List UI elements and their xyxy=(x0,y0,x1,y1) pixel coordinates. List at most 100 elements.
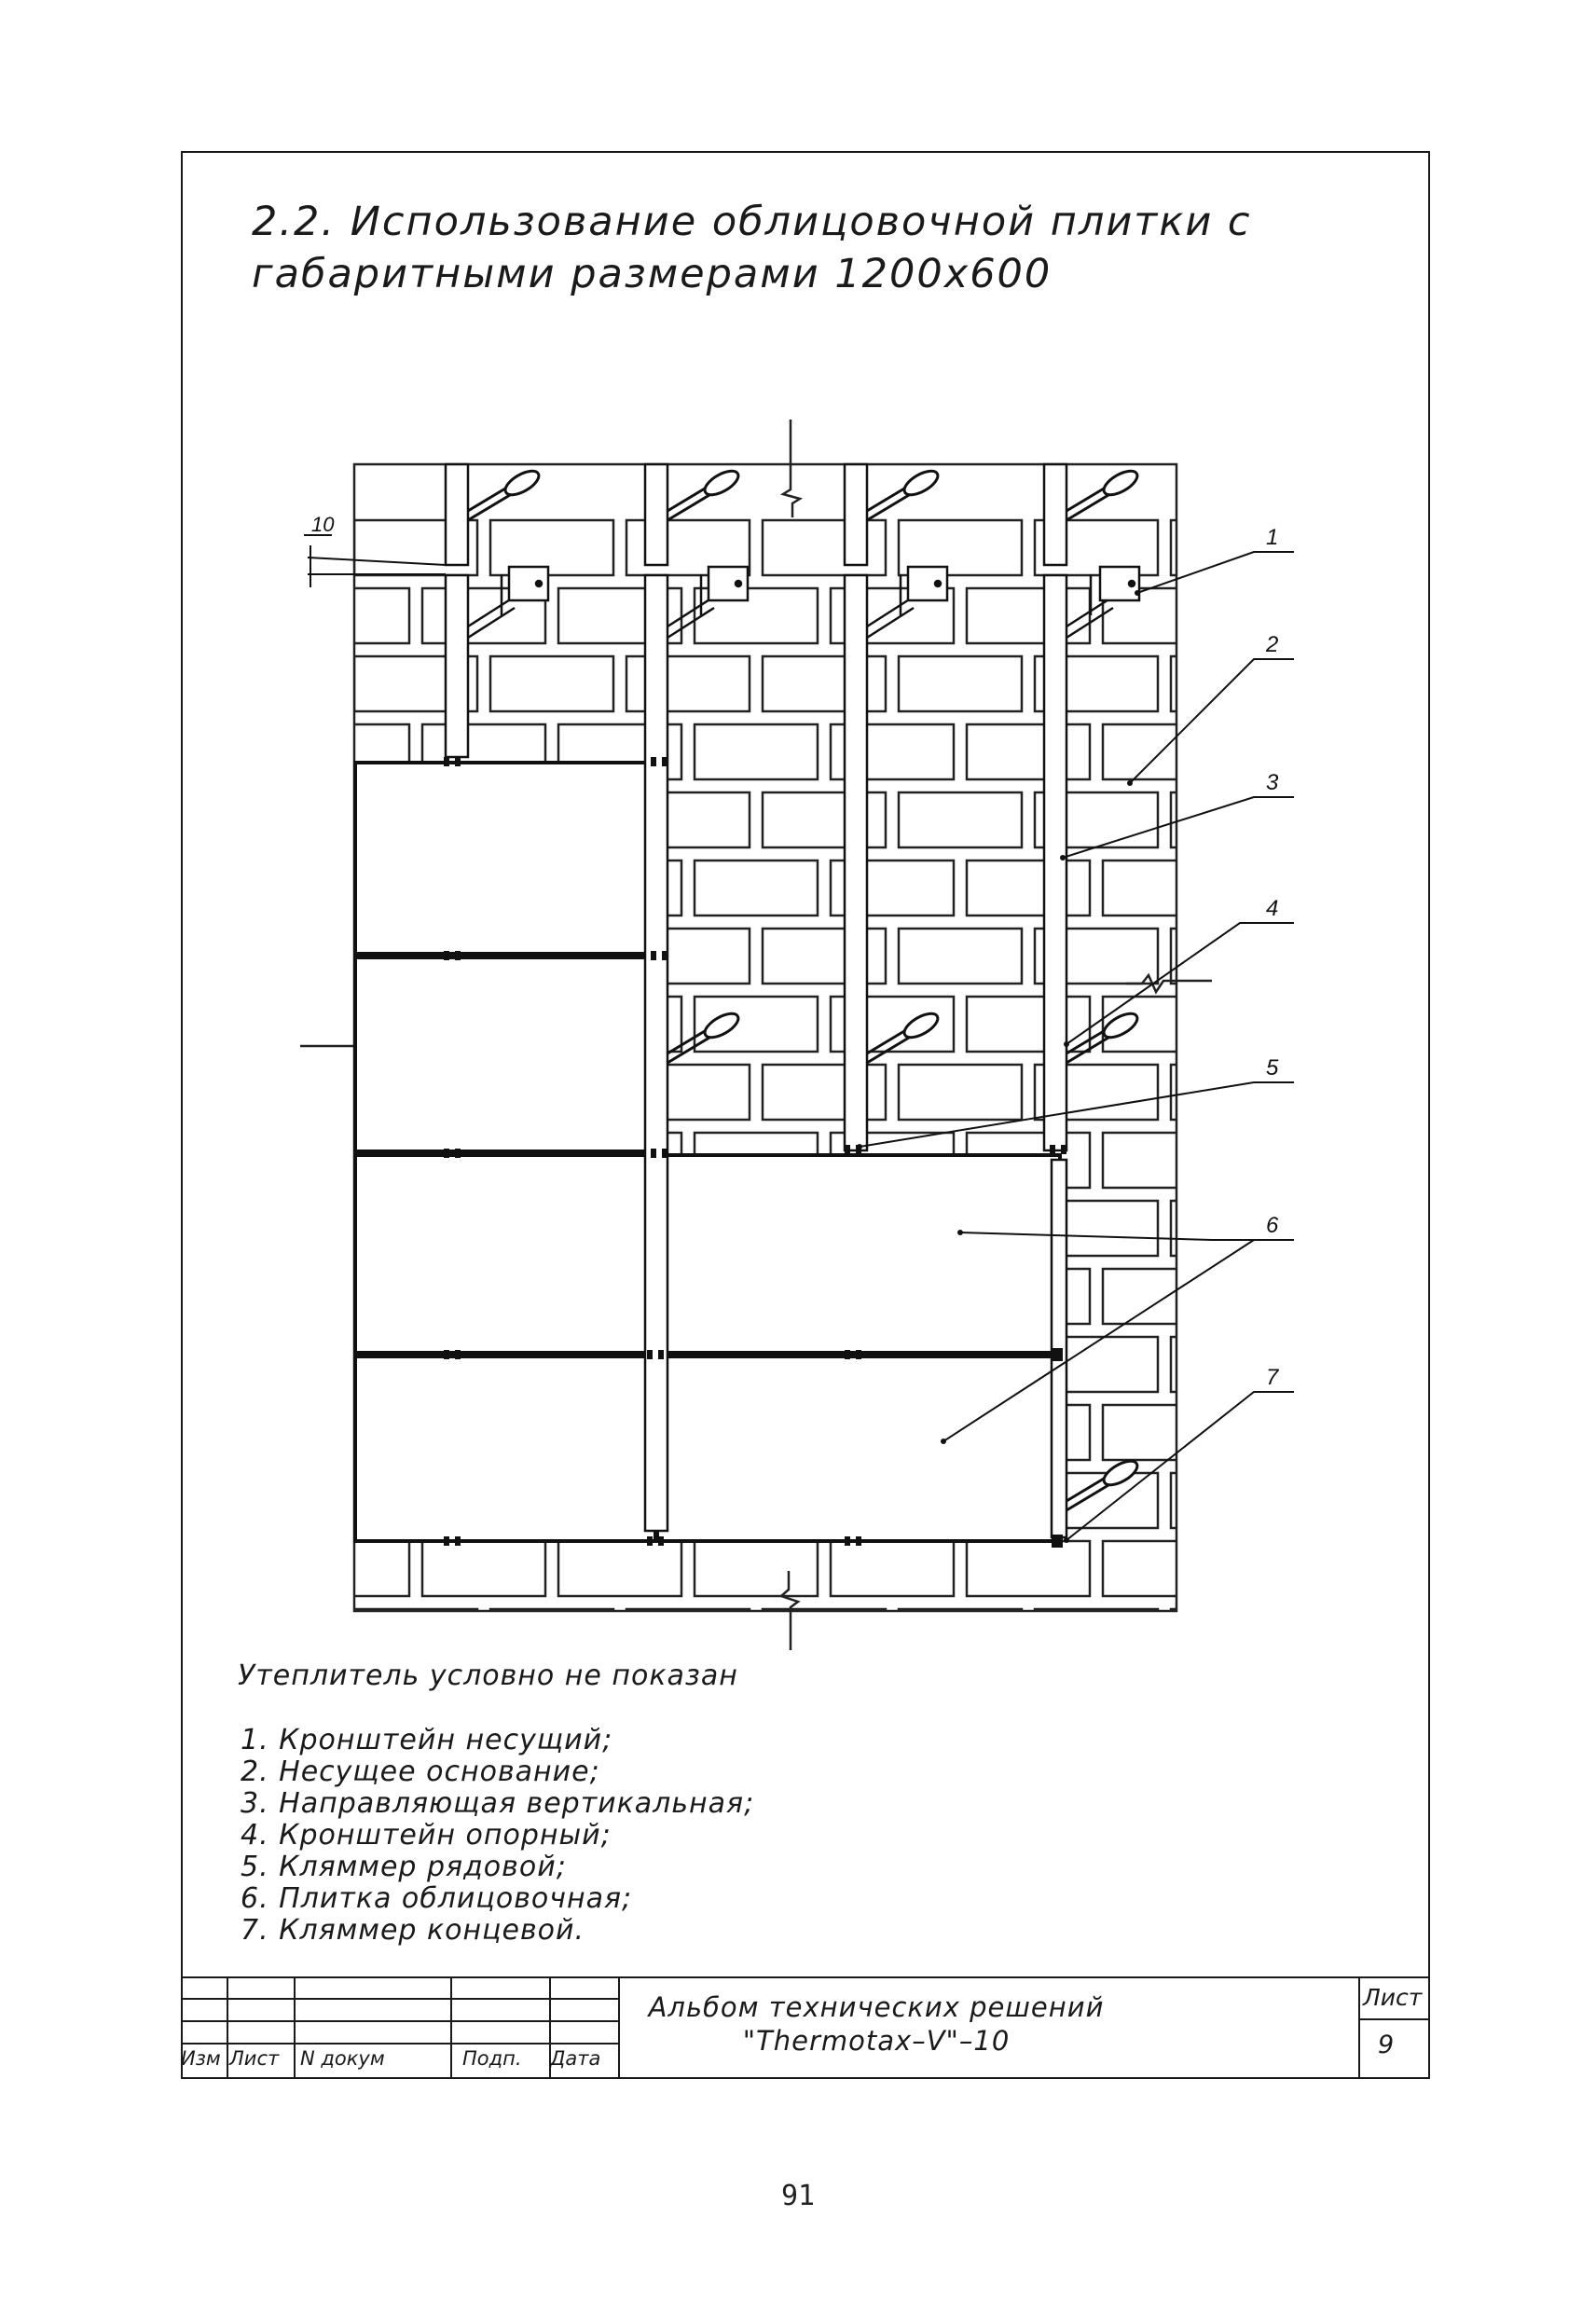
tile xyxy=(655,1153,1062,1355)
clamp xyxy=(658,1536,664,1546)
clamp xyxy=(651,951,656,960)
support-bracket xyxy=(1066,1459,1139,1512)
load-bearing-brackets xyxy=(467,565,1141,640)
brick xyxy=(1169,1335,1176,1394)
clamp xyxy=(856,1536,861,1546)
brick xyxy=(965,859,1092,917)
guide-1-lower xyxy=(444,573,470,759)
clamp xyxy=(651,1149,656,1158)
tile xyxy=(353,1355,657,1543)
legend-item: 7. Кляммер концевой. xyxy=(241,1914,585,1947)
end-clamp xyxy=(1052,1535,1063,1548)
guide-2-lower xyxy=(643,573,669,1533)
legend-list: 1. Кронштейн несущий; 2. Несущее основан… xyxy=(241,1725,754,1947)
brick xyxy=(280,1065,341,1120)
brick xyxy=(1033,654,1160,713)
callout-5: 5 xyxy=(1266,1055,1279,1081)
clamp xyxy=(444,1149,449,1158)
callout-leaders xyxy=(859,551,1294,1541)
bracket-2 xyxy=(667,565,750,640)
clamp xyxy=(845,1350,850,1359)
brick xyxy=(897,1607,1024,1611)
break-line-top xyxy=(779,420,804,517)
tile xyxy=(353,1153,657,1355)
tile xyxy=(353,761,657,956)
legend-item: 1. Кронштейн несущий; xyxy=(241,1724,613,1756)
brick xyxy=(829,859,956,917)
brick xyxy=(488,1607,615,1611)
guide-3-upper xyxy=(843,462,869,567)
album-title: Альбом технических решений "Thermotax–V"… xyxy=(615,1990,1137,2058)
col-date: Дата xyxy=(550,2047,601,2070)
brick xyxy=(557,586,683,645)
brick xyxy=(965,1539,1092,1598)
callout-dots xyxy=(857,590,1140,1543)
brick xyxy=(965,586,1092,645)
brick xyxy=(1033,1063,1160,1122)
brick xyxy=(625,654,751,713)
brick xyxy=(625,518,751,577)
brick xyxy=(1169,1471,1176,1530)
guide-4-upper xyxy=(1042,462,1068,567)
clamp xyxy=(662,951,667,960)
title-line-2: габаритными размерами 1200х600 xyxy=(252,251,1053,297)
sheet-label: Лист xyxy=(1363,1984,1423,2011)
brick xyxy=(829,586,956,645)
clamp xyxy=(856,1145,861,1154)
brick xyxy=(280,1609,341,1650)
brick xyxy=(693,723,819,781)
clamp xyxy=(455,1536,461,1546)
legend-item: 3. Направляющая вертикальная; xyxy=(241,1787,755,1820)
support-bracket xyxy=(1066,1012,1139,1065)
brick xyxy=(761,791,887,849)
brick xyxy=(1101,723,1176,781)
guide-2-upper xyxy=(643,462,669,567)
vertical-guides xyxy=(444,462,1068,1539)
brick xyxy=(280,1337,341,1392)
brick xyxy=(420,586,547,645)
clamp xyxy=(455,757,461,766)
brick xyxy=(420,1539,547,1598)
clamp xyxy=(455,1350,461,1359)
brick xyxy=(897,1063,1024,1122)
drawing-frame xyxy=(181,151,1430,2079)
brick xyxy=(354,1607,479,1611)
brick xyxy=(1101,1539,1176,1598)
legend-item: 4. Кронштейн опорный; xyxy=(241,1819,612,1852)
brick xyxy=(1169,1063,1176,1122)
brick xyxy=(354,723,411,781)
drawing-title: 2.2. Использование облицовочной плитки с… xyxy=(252,196,1252,300)
brick xyxy=(280,929,341,984)
tile xyxy=(353,956,657,1153)
clamp xyxy=(662,757,667,766)
bracket-1 xyxy=(467,565,550,640)
brick xyxy=(829,995,956,1053)
brick xyxy=(354,586,411,645)
break-line-bottom xyxy=(778,1571,801,1650)
clamp xyxy=(444,951,449,960)
col-doc: N докум xyxy=(300,2047,385,2070)
col-list: Лист xyxy=(229,2047,280,2070)
facade-drawing: 10 1 2 3 4 5 6 7 xyxy=(280,420,1294,1650)
clamp xyxy=(1061,1145,1066,1154)
brick xyxy=(761,1063,887,1122)
bracket-4 xyxy=(1066,565,1141,640)
brick xyxy=(280,1473,341,1528)
legend-item: 6. Плитка облицовочная; xyxy=(241,1882,633,1915)
brick xyxy=(1033,927,1160,985)
brick xyxy=(354,654,479,713)
brick xyxy=(965,995,1092,1053)
brick xyxy=(829,723,956,781)
brick xyxy=(761,927,887,985)
brick xyxy=(1101,1131,1176,1190)
brick xyxy=(625,1607,751,1611)
insulation-note: Утеплитель условно не показан xyxy=(238,1659,738,1692)
support-bracket xyxy=(1066,469,1139,522)
brick xyxy=(693,1539,819,1598)
brick xyxy=(897,518,1024,577)
brick xyxy=(965,723,1092,781)
clamp xyxy=(444,1536,449,1546)
support-brackets xyxy=(467,469,1139,1512)
album-line-2: "Thermotax–V"–10 xyxy=(742,2025,1011,2057)
brick xyxy=(693,586,819,645)
